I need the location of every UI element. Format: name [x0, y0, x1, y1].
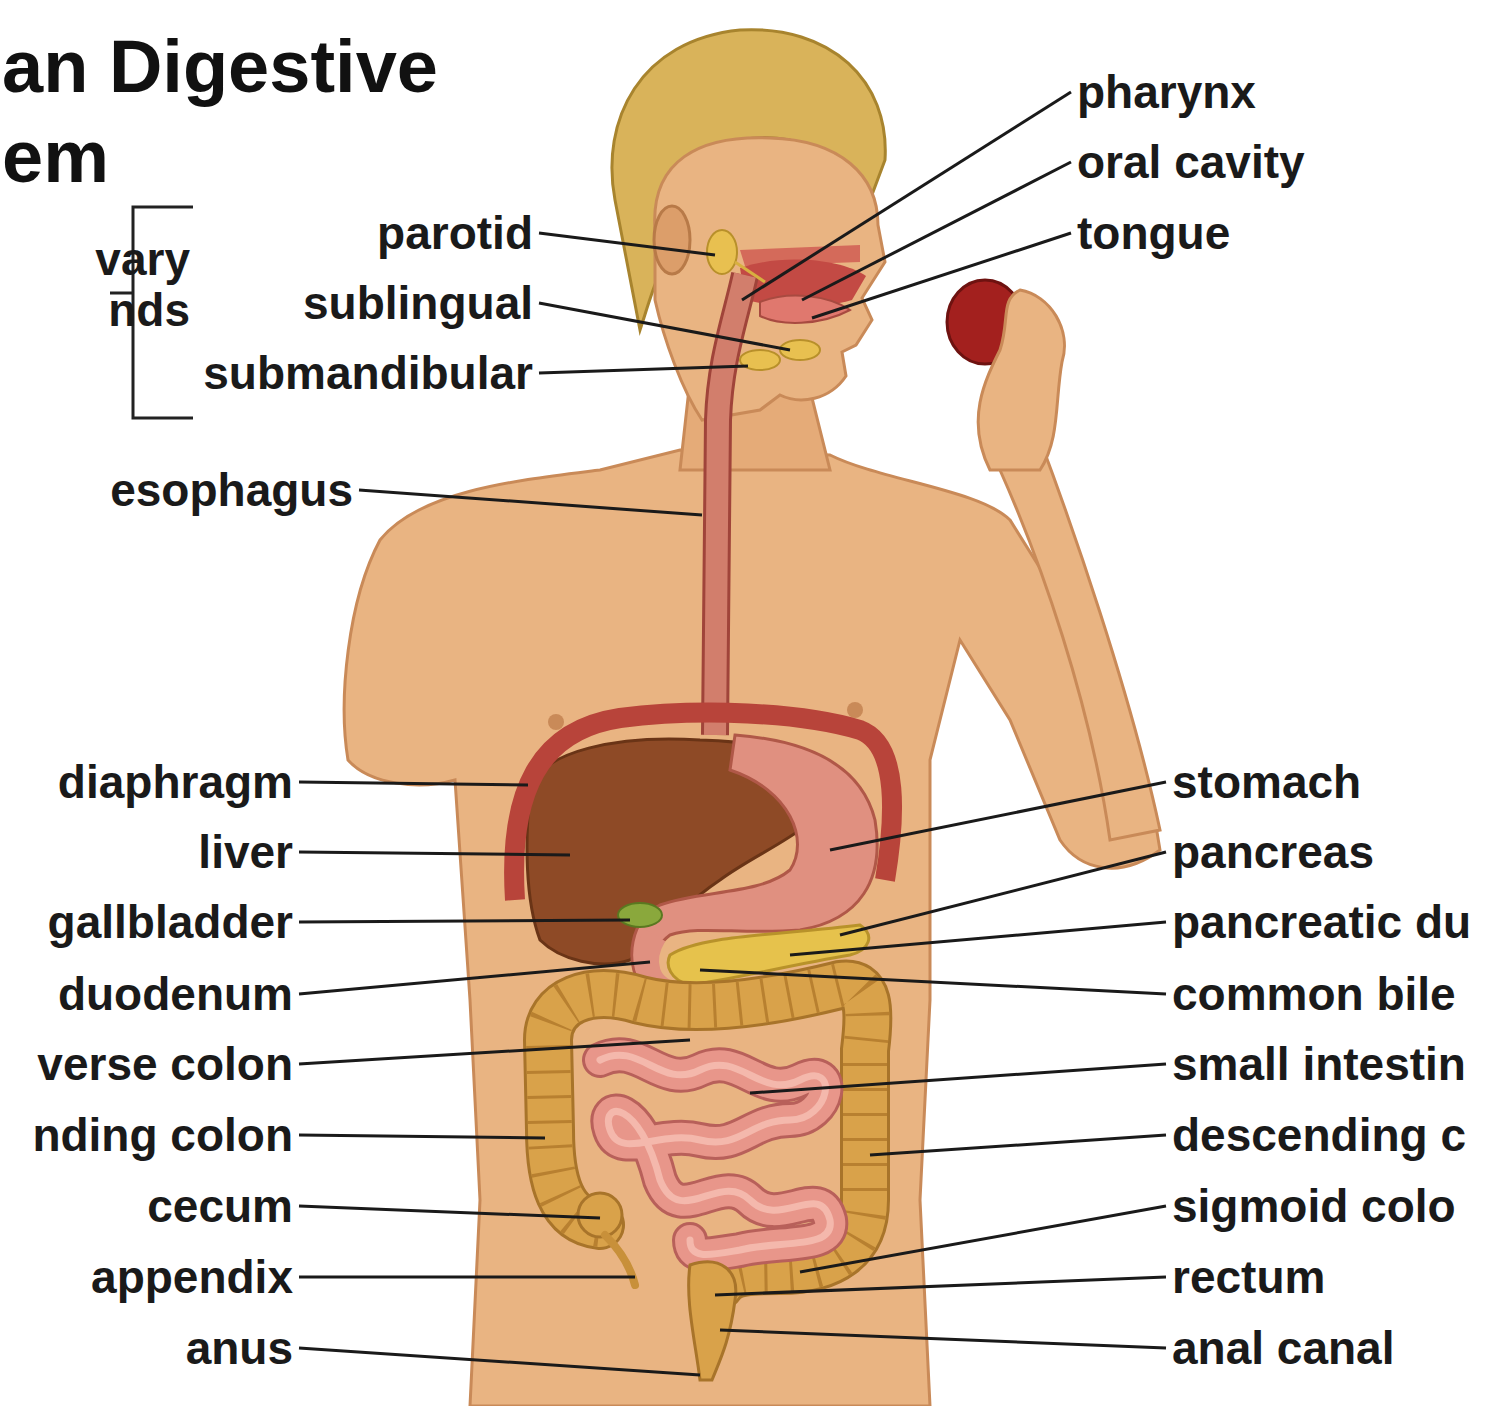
leader-line [299, 962, 650, 994]
leader-line [830, 782, 1166, 850]
part-label: duodenum [58, 969, 293, 1020]
torso [344, 450, 1160, 1406]
part-label: sublingual [303, 278, 533, 329]
part-label: pancreatic du [1172, 897, 1471, 948]
leader-line [800, 1206, 1166, 1272]
leader-line [870, 1135, 1166, 1155]
part-label: tongue [1077, 208, 1230, 259]
leader-line [299, 782, 528, 785]
leader-line [299, 920, 630, 922]
nipple [847, 702, 863, 718]
part-label: anus [186, 1323, 293, 1374]
leader-line [840, 852, 1166, 935]
gland-duct [735, 262, 765, 282]
esophagus-outline [715, 275, 745, 735]
rectum [689, 1262, 736, 1380]
small-intestine-highlight [600, 1055, 830, 1254]
part-label: pancreas [1172, 827, 1374, 878]
leader-line [299, 1206, 600, 1218]
leader-line [299, 1348, 700, 1375]
esophagus [715, 275, 745, 735]
ear [654, 206, 690, 274]
part-label: pharynx [1077, 67, 1256, 118]
part-label: submandibular [203, 348, 533, 399]
colon-outline [548, 984, 867, 1285]
part-label: liver [198, 827, 293, 878]
leader-line [299, 1276, 635, 1279]
part-label: descending c [1172, 1110, 1466, 1161]
leader-line [359, 490, 702, 515]
leader-line [802, 162, 1071, 300]
part-label: oral cavity [1077, 137, 1305, 188]
leader-line [299, 1135, 545, 1138]
diaphragm [514, 713, 892, 900]
leader-line [299, 1040, 690, 1064]
leader-line [790, 922, 1166, 955]
part-label: rectum [1172, 1252, 1325, 1303]
part-label: stomach [1172, 757, 1361, 808]
part-label: common bile [1172, 969, 1456, 1020]
gallbladder [618, 903, 662, 927]
forearm [1000, 440, 1160, 840]
leader-line [700, 970, 1166, 994]
leader-line [750, 1064, 1166, 1093]
leader-line [720, 1330, 1166, 1348]
part-label: nding colon [32, 1110, 293, 1161]
part-label: vary nds [4, 234, 190, 335]
leader-line [539, 233, 715, 255]
part-label: appendix [91, 1252, 293, 1303]
cecum [578, 1193, 622, 1237]
small-intestine [600, 1055, 830, 1254]
leader-line [742, 92, 1071, 300]
leader-line [539, 303, 790, 350]
part-label: esophagus [110, 465, 353, 516]
part-label: sigmoid colo [1172, 1181, 1456, 1232]
part-label: parotid [377, 208, 533, 259]
nipple [548, 714, 564, 730]
colon-haustra [548, 984, 867, 1285]
part-label: gallbladder [48, 897, 293, 948]
colon [548, 984, 867, 1285]
part-label: diaphragm [58, 757, 293, 808]
part-label: verse colon [37, 1039, 293, 1090]
leader-line [812, 233, 1071, 318]
leader-line [299, 852, 570, 855]
diagram-title: an Digestive em [2, 22, 562, 202]
part-label: anal canal [1172, 1323, 1394, 1374]
leader-line [715, 1277, 1166, 1295]
head [655, 138, 885, 420]
small-intestine-outline [600, 1055, 830, 1254]
leader-line [539, 366, 748, 373]
parotid-gland [707, 230, 737, 274]
hand [978, 290, 1064, 470]
part-label: cecum [147, 1181, 293, 1232]
part-label: small intestin [1172, 1039, 1466, 1090]
